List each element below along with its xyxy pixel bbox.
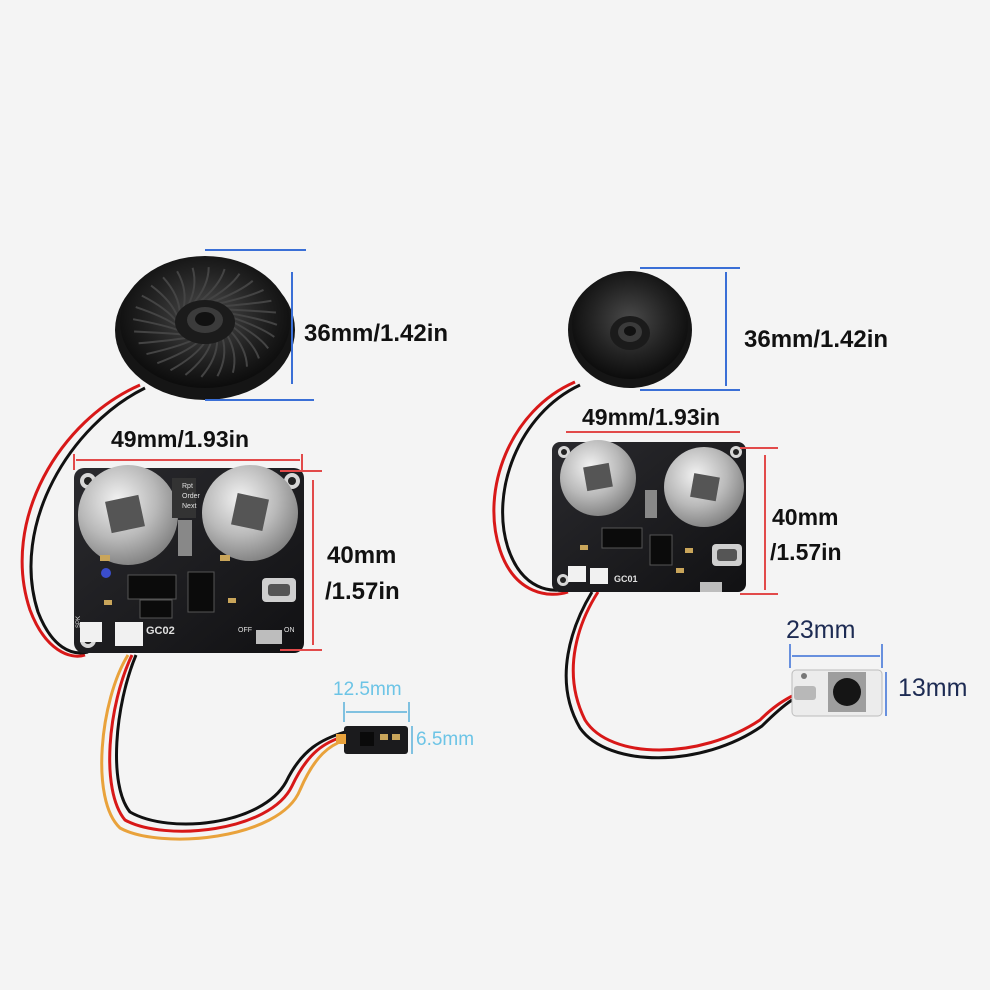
left-power-off-label: OFF xyxy=(238,627,252,634)
right-button-module xyxy=(791,669,883,717)
left-power-on-label: ON xyxy=(284,627,295,634)
speaker-cone-rib xyxy=(231,316,275,338)
left-switch-label-3: Next xyxy=(182,503,196,510)
right-button-width: 23mm xyxy=(786,616,856,644)
left-switch-label-1: Rpt xyxy=(182,483,193,490)
speaker-cone-rib xyxy=(192,267,210,305)
speaker-cone-rib xyxy=(198,268,226,304)
left-trigger-module xyxy=(336,726,408,754)
speaker-cone-rib xyxy=(156,340,200,365)
right-speaker-wire-red xyxy=(492,380,576,596)
speaker-cone-rib xyxy=(216,337,226,377)
right-pcb-board: GC01 xyxy=(552,440,746,592)
speaker-cone-rib xyxy=(204,273,241,303)
speaker-cone-rib xyxy=(162,276,181,314)
right-guides xyxy=(566,267,887,716)
left-pcb-board: GC02 Rpt Order Next OFF ON SPK xyxy=(74,465,304,653)
speaker-cone-rib xyxy=(226,333,236,373)
speaker-cone-rib xyxy=(184,341,213,376)
right-board-label: GC01 xyxy=(614,574,638,584)
left-board-height-line2: /1.57in xyxy=(325,578,400,605)
speaker-cone-rib xyxy=(210,280,254,304)
left-board-height-line1: 40mm xyxy=(327,542,397,569)
left-board-label: GC02 xyxy=(146,625,175,637)
left-trigger-wire-black xyxy=(115,654,346,826)
left-trigger-width: 12.5mm xyxy=(333,679,402,700)
left-speaker xyxy=(115,256,295,400)
right-speaker-dimension: 36mm/1.42in xyxy=(744,326,889,353)
left-spk-label: SPK xyxy=(76,616,82,628)
left-speaker-wire-red xyxy=(20,383,141,658)
left-switch-label-2: Order xyxy=(182,493,201,500)
speaker-cone-rib xyxy=(226,308,277,314)
speaker-cone-rib xyxy=(230,312,278,326)
speaker-cone-rib xyxy=(200,340,219,378)
right-speaker-wire-black xyxy=(501,383,581,592)
left-speaker-wire-black xyxy=(29,386,146,655)
speaker-cone-rib xyxy=(146,339,194,356)
left-trigger-height: 6.5mm xyxy=(416,729,475,750)
left-guides xyxy=(73,249,413,754)
right-speaker xyxy=(568,271,692,388)
speaker-cone-rib xyxy=(216,289,264,305)
speaker-cone-rib xyxy=(229,330,248,367)
speaker-cone-rib xyxy=(232,321,269,349)
right-button-wire-red xyxy=(571,591,793,752)
right-board-height-line2: /1.57in xyxy=(770,539,842,565)
speaker-cone-rib xyxy=(176,270,186,310)
right-board-width: 49mm/1.93in xyxy=(582,404,721,430)
speaker-cone-rib xyxy=(231,325,260,359)
speaker-cone-rib xyxy=(186,267,196,307)
left-trigger-wire-red xyxy=(108,654,346,833)
right-button-height: 13mm xyxy=(898,674,968,702)
left-board-width: 49mm/1.93in xyxy=(111,426,250,452)
left-speaker-dimension: 36mm/1.42in xyxy=(304,320,449,347)
speaker-cone-rib xyxy=(222,299,272,308)
left-trigger-wire-orange xyxy=(100,654,346,841)
right-button-wire-black xyxy=(564,591,793,760)
right-board-height-line1: 40mm xyxy=(772,504,839,530)
speaker-cone-rib xyxy=(169,341,206,372)
